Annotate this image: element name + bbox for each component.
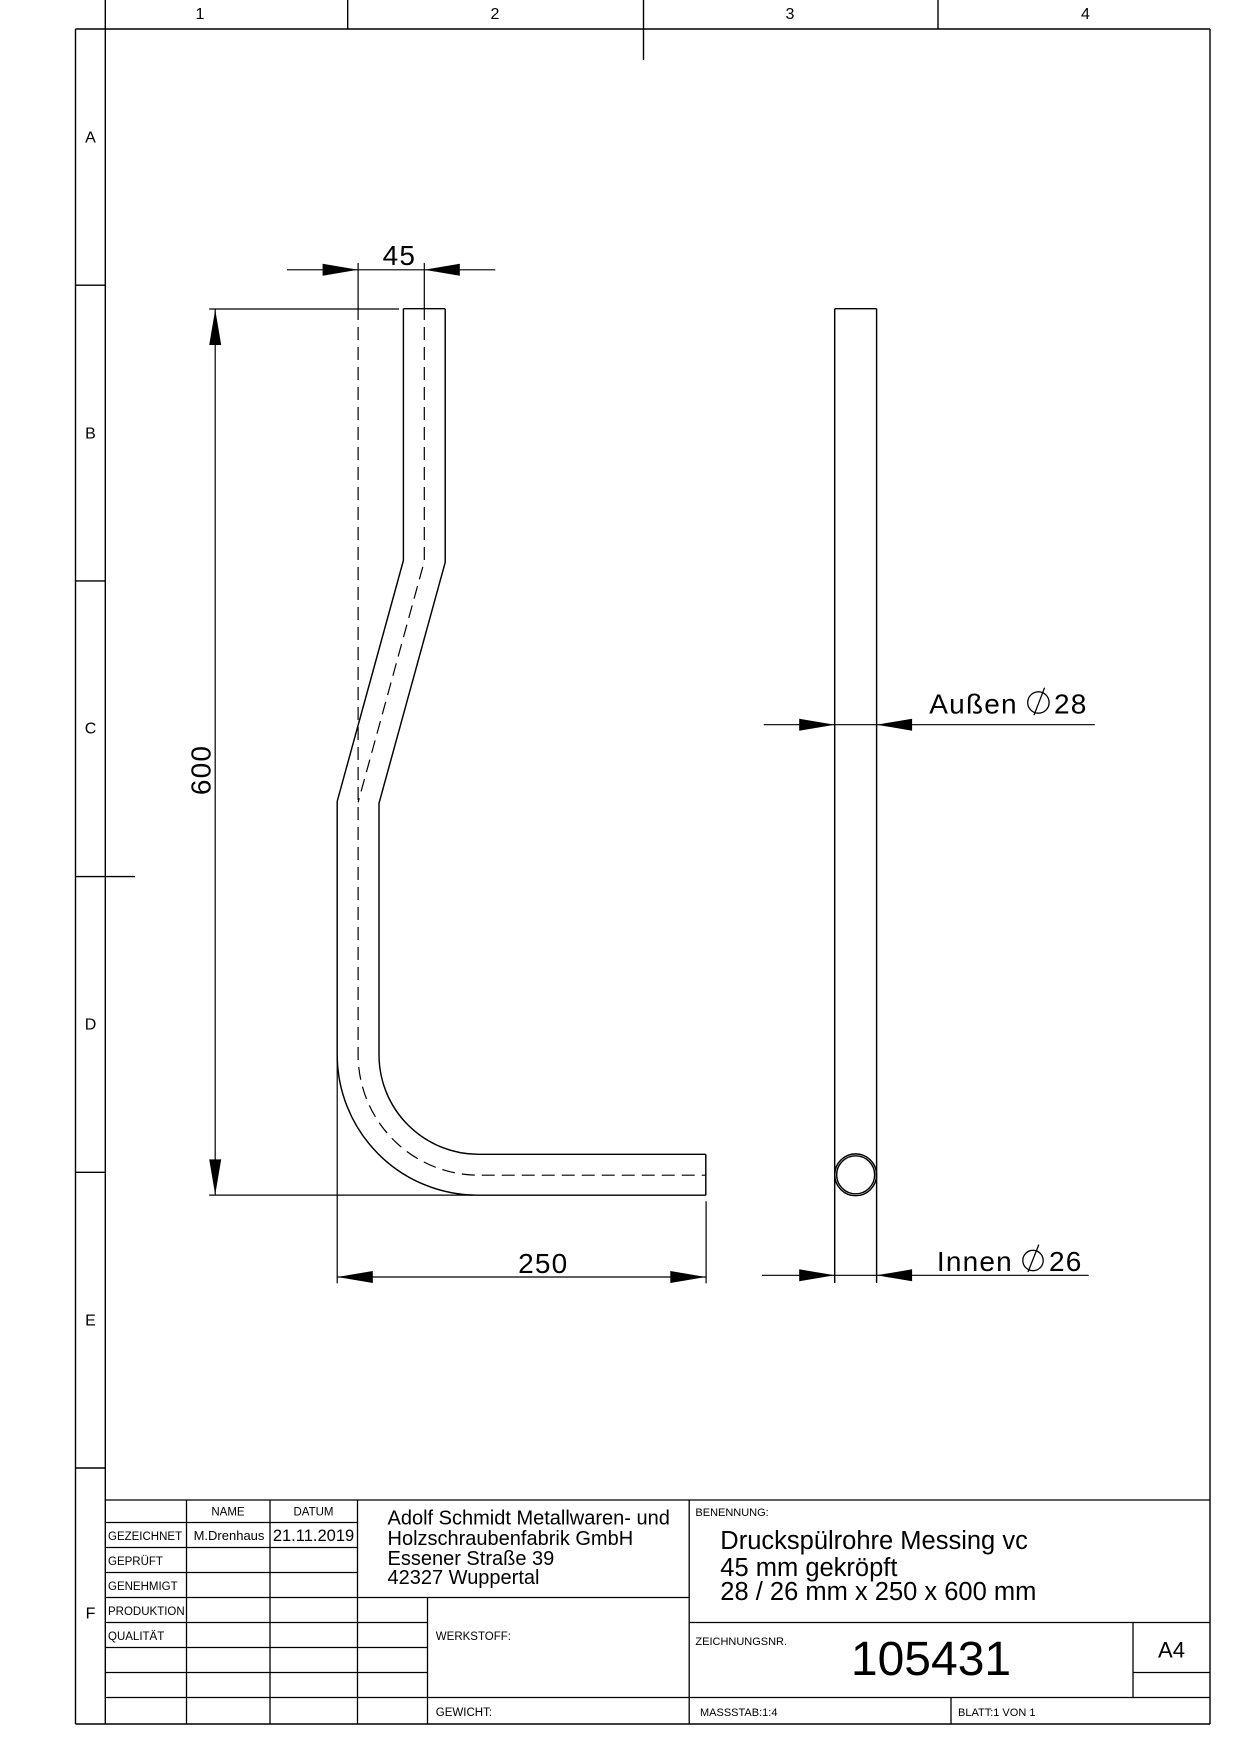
svg-text:GEWICHT:: GEWICHT: (436, 1707, 492, 1719)
svg-text:1: 1 (196, 6, 205, 23)
svg-text:DATUM: DATUM (293, 1507, 333, 1519)
svg-text:BLATT:1 VON 1: BLATT:1 VON 1 (958, 1707, 1035, 1719)
svg-text:A4: A4 (1158, 1638, 1185, 1663)
svg-text:QUALITÄT: QUALITÄT (108, 1631, 164, 1643)
svg-text:600: 600 (186, 745, 217, 795)
svg-text:PRODUKTION: PRODUKTION (108, 1606, 185, 1618)
svg-text:WERKSTOFF:: WERKSTOFF: (436, 1631, 511, 1643)
svg-text:45: 45 (383, 240, 417, 271)
svg-text:GENEHMIGT: GENEHMIGT (108, 1581, 178, 1593)
svg-text:Adolf Schmidt Metallwaren- und: Adolf Schmidt Metallwaren- und (388, 1508, 670, 1530)
svg-text:3: 3 (786, 6, 795, 23)
svg-text:21.11.2019: 21.11.2019 (273, 1527, 354, 1545)
svg-text:Druckspülrohre Messing vc: Druckspülrohre Messing vc (720, 1527, 1028, 1555)
svg-text:28 / 26 mm x 250 x 600 mm: 28 / 26 mm x 250 x 600 mm (720, 1578, 1036, 1606)
svg-text:28: 28 (1054, 689, 1088, 720)
svg-text:42327 Wuppertal: 42327 Wuppertal (388, 1567, 540, 1589)
svg-text:M.Drenhaus: M.Drenhaus (194, 1528, 265, 1543)
svg-text:NAME: NAME (211, 1507, 245, 1519)
svg-text:E: E (85, 1313, 96, 1330)
svg-text:GEZEICHNET: GEZEICHNET (108, 1531, 182, 1543)
svg-text:C: C (85, 721, 97, 738)
svg-text:26: 26 (1049, 1246, 1083, 1277)
svg-text:105431: 105431 (851, 1633, 1011, 1686)
svg-text:A: A (85, 130, 96, 147)
svg-text:2: 2 (491, 6, 500, 23)
svg-text:Essener Straße 39: Essener Straße 39 (388, 1548, 555, 1570)
svg-text:F: F (86, 1606, 96, 1623)
svg-text:250: 250 (518, 1248, 568, 1279)
svg-text:4: 4 (1081, 6, 1090, 23)
svg-text:MASSSTAB:1:4: MASSSTAB:1:4 (700, 1707, 777, 1719)
svg-text:GEPRÜFT: GEPRÜFT (108, 1556, 163, 1568)
svg-text:B: B (85, 426, 96, 443)
svg-text:D: D (85, 1017, 97, 1034)
svg-text:Holzschraubenfabrik GmbH: Holzschraubenfabrik GmbH (388, 1528, 634, 1550)
svg-text:BENENNUNG:: BENENNUNG: (695, 1507, 768, 1519)
svg-text:Innen: Innen (937, 1246, 1013, 1277)
svg-text:ZEICHNUNGSNR.: ZEICHNUNGSNR. (695, 1636, 787, 1648)
svg-text:45 mm gekröpft: 45 mm gekröpft (720, 1554, 897, 1582)
svg-text:Außen: Außen (929, 689, 1018, 720)
